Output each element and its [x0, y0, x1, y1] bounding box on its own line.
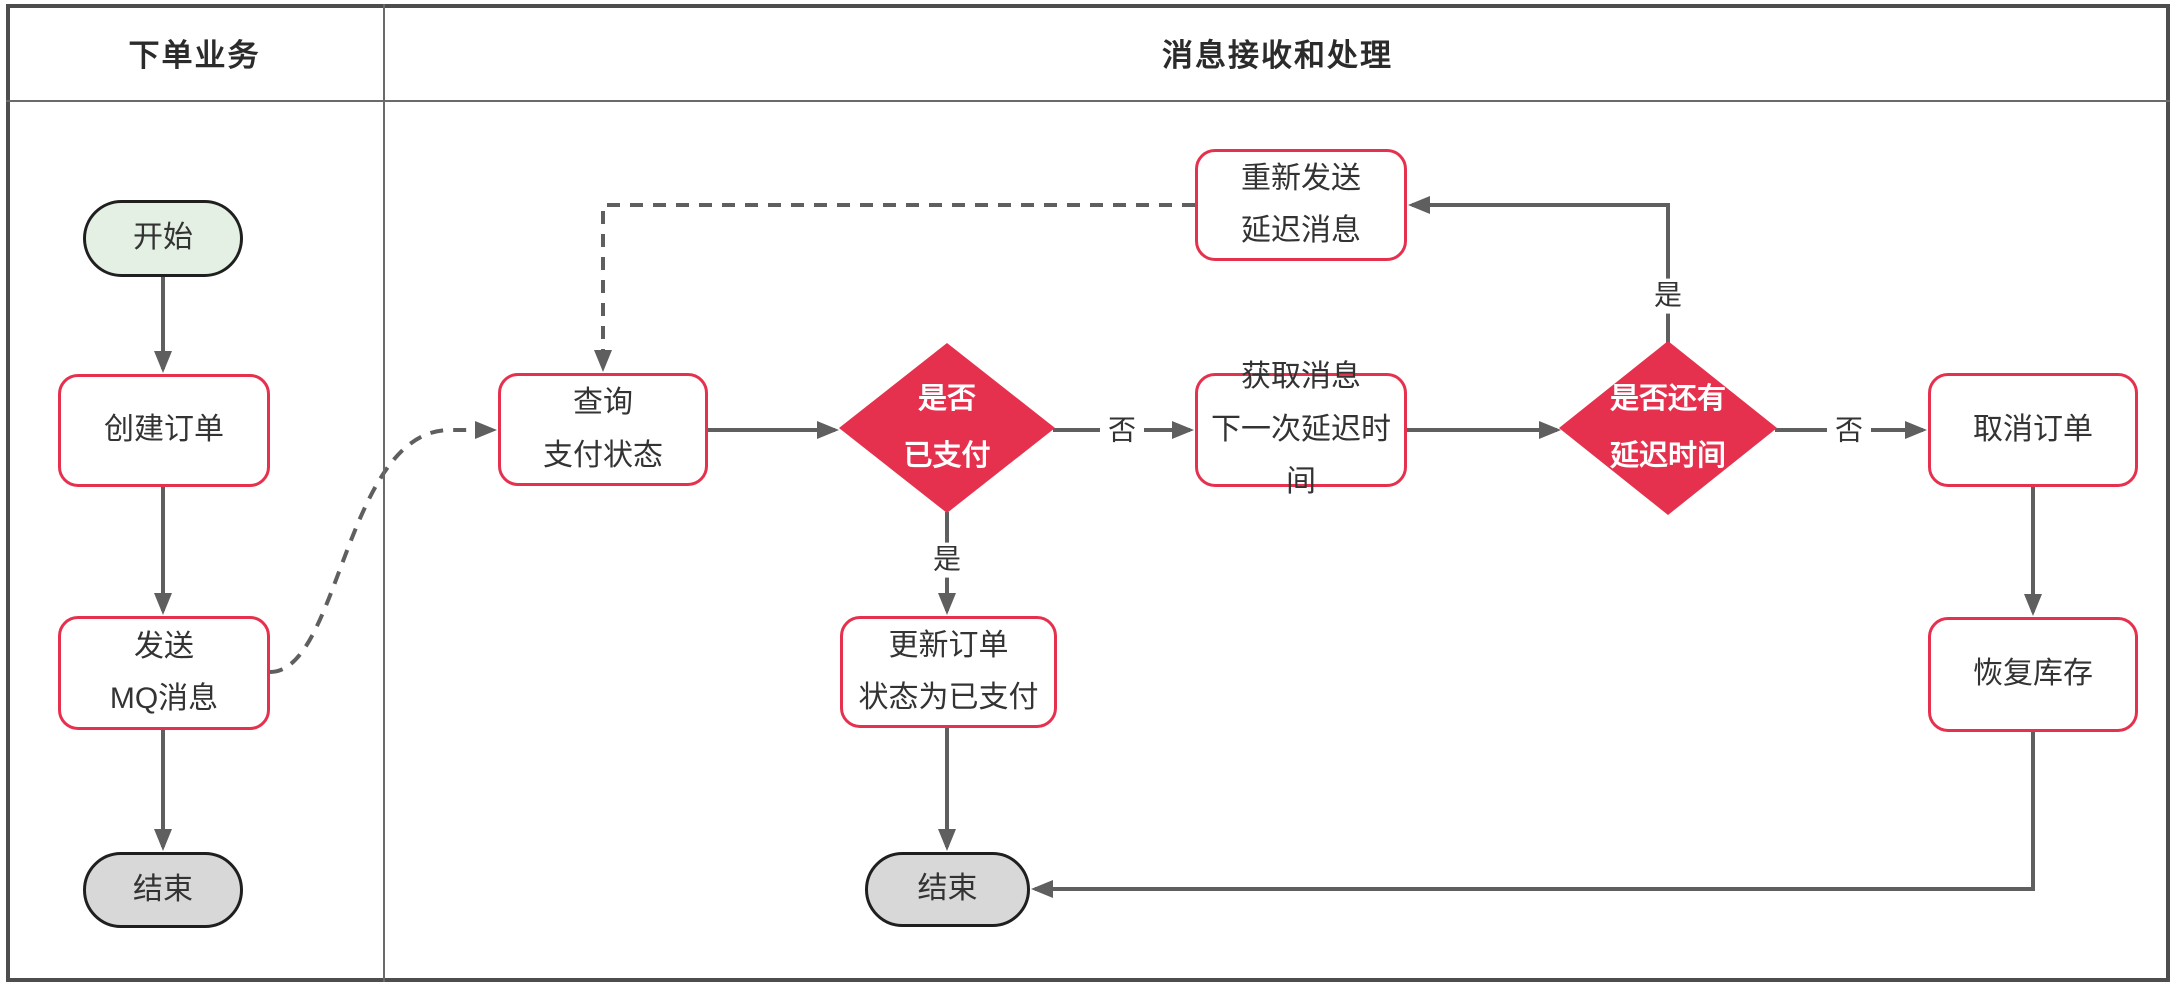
query-status-node[interactable]: 查询 支付状态: [498, 373, 708, 486]
has-delay-label-line2: 延迟时间: [1609, 440, 1726, 472]
connector-sendmq-to-query-dashed: [269, 421, 497, 674]
resend-delay-label-line2: 延迟消息: [1241, 214, 1361, 247]
send-mq-label-line2: MQ消息: [109, 682, 219, 715]
lane-divider: [383, 4, 385, 982]
restore-stock-node[interactable]: 恢复库存: [1928, 617, 2138, 732]
resend-delay-label-line1: 重新发送: [1241, 161, 1361, 195]
is-paid-decision-shape[interactable]: [839, 343, 1055, 513]
has-delay-decision-shape[interactable]: [1559, 341, 1777, 515]
end-node-right-label: 结束: [917, 872, 978, 906]
lane-header-separator: [6, 100, 2170, 102]
get-message-label-line1: 获取消息: [1241, 360, 1361, 394]
update-order-label-line1: 更新订单: [888, 628, 1009, 662]
is-paid-decision-label: 是否 已支付: [839, 343, 1055, 513]
update-order-label-line2: 状态为已支付: [858, 681, 1039, 714]
cancel-order-node[interactable]: 取消订单: [1928, 373, 2138, 487]
lane-header-label: 下单业务: [128, 37, 261, 73]
lane-header-message-processing: 消息接收和处理: [385, 4, 2170, 100]
restore-stock-label: 恢复库存: [1973, 657, 2093, 691]
query-status-label-line1: 查询: [573, 386, 633, 419]
is-paid-label-line1: 是否: [917, 383, 976, 416]
start-node[interactable]: 开始: [83, 200, 243, 277]
has-delay-decision-label: 是否还有 延迟时间: [1559, 341, 1777, 515]
update-order-node[interactable]: 更新订单 状态为已支付: [840, 616, 1057, 728]
lane-header-order-business: 下单业务: [6, 4, 383, 100]
connector-restore-to-end: [1031, 732, 2035, 898]
cancel-order-label: 取消订单: [1973, 412, 2093, 446]
end-node-left[interactable]: 结束: [83, 852, 243, 928]
edge-label-ispaid-yes: 是: [924, 542, 970, 578]
lane-header-label: 消息接收和处理: [1162, 37, 1393, 73]
start-node-label: 开始: [133, 221, 193, 255]
pool-frame: [6, 4, 2170, 982]
get-message-label-line2: 下一次延迟时间: [1211, 412, 1391, 499]
get-message-node[interactable]: 获取消息 下一次延迟时间: [1195, 360, 1407, 498]
edge-label-hasdelay-yes: 是: [1645, 278, 1691, 314]
is-paid-label-line2: 已支付: [903, 440, 991, 472]
resend-delay-node[interactable]: 重新发送 延迟消息: [1195, 149, 1407, 261]
edge-label-ispaid-no: 否: [1099, 413, 1145, 449]
has-delay-label-line1: 是否还有: [1609, 383, 1726, 416]
end-node-right[interactable]: 结束: [865, 852, 1030, 927]
send-mq-node[interactable]: 发送 MQ消息: [58, 616, 270, 730]
create-order-label: 创建订单: [104, 413, 224, 447]
edge-label-hasdelay-no: 否: [1826, 413, 1872, 449]
query-status-label-line2: 支付状态: [543, 438, 663, 472]
end-node-left-label: 结束: [133, 872, 193, 906]
create-order-node[interactable]: 创建订单: [58, 374, 270, 487]
send-mq-label-line1: 发送: [134, 629, 194, 663]
connector-resend-to-query-dashed: [594, 203, 1195, 372]
